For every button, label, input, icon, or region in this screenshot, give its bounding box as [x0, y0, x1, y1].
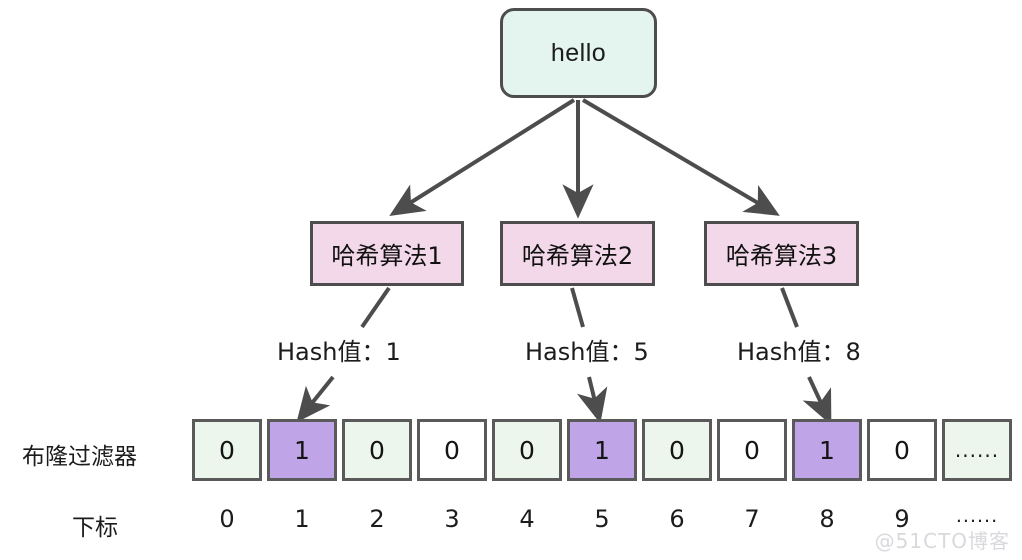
bloom-bit-cell: 0	[717, 419, 787, 481]
bloom-bit-cell: 1	[792, 419, 862, 481]
input-value-node: hello	[500, 8, 657, 98]
arrow-hash1-to-bit1	[296, 375, 335, 423]
hash-value-label-1: Hash值：1	[277, 338, 401, 366]
bloom-bit-cell: 1	[567, 419, 637, 481]
bloom-bit-cell: ......	[942, 419, 1012, 481]
bloom-index-cell: 5	[594, 505, 610, 533]
watermark: @51CTO博客	[874, 529, 1010, 553]
hash-value-label-2: Hash值：5	[525, 338, 649, 366]
bloom-bit-cell: 0	[867, 419, 937, 481]
bloom-bit-cell: 0	[192, 419, 262, 481]
bloom-bit-cell: 0	[342, 419, 412, 481]
bloom-bit-cell: 0	[417, 419, 487, 481]
arrow-root-to-hash1	[389, 98, 576, 216]
bloom-bit-cell: 1	[267, 419, 337, 481]
hash-function-node-2: 哈希算法2	[500, 221, 655, 286]
bloom-bit-cell: 0	[492, 419, 562, 481]
arrow-root-to-hash3	[581, 98, 780, 216]
bloom-index-cell: 7	[744, 505, 760, 533]
input-value-label: hello	[550, 38, 607, 67]
bloom-index-cell: 1	[294, 505, 310, 533]
bloom-index-cell: 3	[444, 505, 460, 533]
arrow-hash3-to-bit8	[802, 376, 832, 426]
hash-function-node-3: 哈希算法3	[704, 221, 859, 286]
hash-function-label-2: 哈希算法2	[521, 242, 634, 270]
index-row-label: 下标	[72, 515, 118, 541]
bloom-index-cell: 9	[894, 505, 910, 533]
connector-hash1-upper	[360, 286, 391, 329]
hash-function-label-1: 哈希算法1	[331, 242, 443, 270]
bloom-index-cell: 4	[519, 505, 535, 533]
hash-value-label-3: Hash值：8	[737, 338, 861, 366]
bloom-filter-row-label: 布隆过滤器	[22, 444, 137, 470]
connector-hash2-upper	[570, 287, 585, 328]
bloom-index-cell: 8	[819, 505, 835, 533]
hash-function-node-1: 哈希算法1	[310, 221, 464, 286]
hash-function-label-3: 哈希算法3	[725, 242, 838, 270]
bloom-index-cell: 2	[369, 505, 385, 533]
bloom-bit-cell: 0	[642, 419, 712, 481]
bloom-index-cell: 6	[669, 505, 685, 533]
arrow-hash2-to-bit5	[577, 376, 608, 424]
bloom-filter-index-array: 0 1 2 3 4 5 6 7 8 9......	[192, 505, 1012, 533]
connector-hash3-upper	[780, 287, 799, 328]
bloom-index-cell: ......	[955, 505, 999, 527]
bloom-index-cell: 0	[219, 505, 235, 533]
